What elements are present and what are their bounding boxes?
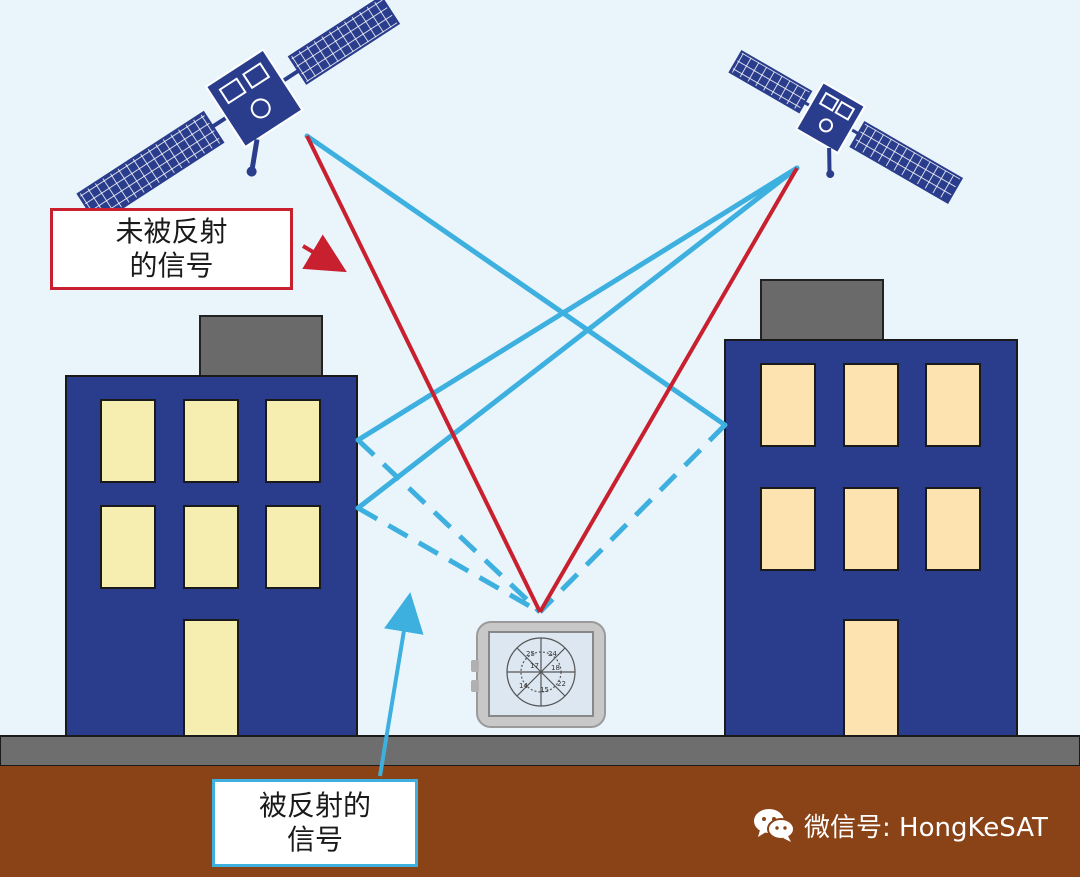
left-windows: [100, 399, 321, 739]
window: [183, 399, 239, 483]
direct-label-line1: 未被反射: [115, 215, 228, 248]
watermark: 微信号: HongKeSAT: [752, 805, 1048, 845]
direct-signal-sat1: [305, 135, 542, 613]
sat-mark: 18: [551, 664, 560, 672]
window: [925, 363, 981, 447]
ground: [0, 766, 1080, 877]
wechat-icon: [754, 809, 795, 842]
gnss-receiver: 25 24 17 18 14 15 22: [471, 621, 606, 728]
reflected-signals-dashed: [356, 423, 727, 615]
reflected-path-left-upper: [356, 438, 542, 614]
reflected-signal-label: 被反射的 信号: [212, 779, 418, 867]
direct-label-line2: 的信号: [129, 249, 214, 282]
window: [843, 363, 899, 447]
sat-mark: 25: [526, 650, 535, 658]
right-roof-block: [760, 279, 884, 343]
left-roof-block: [199, 315, 323, 379]
right-building: [724, 279, 1018, 739]
window: [100, 399, 156, 483]
door: [183, 619, 239, 739]
sat-mark: 22: [557, 680, 566, 688]
direct-signal-sat2: [538, 166, 799, 614]
right-windows: [760, 363, 981, 739]
window: [843, 487, 899, 571]
reflected-label-line1: 被反射的: [258, 789, 371, 822]
direct-signal-label: 未被反射 的信号: [50, 208, 293, 290]
sat-mark: 17: [530, 662, 539, 670]
reflected-path-right: [538, 423, 727, 614]
door: [843, 619, 899, 739]
window: [265, 505, 321, 589]
skyplot-marks: 25 24 17 18 14 15 22: [519, 650, 566, 694]
signal-sat2-to-left-building-lower: [355, 165, 800, 511]
window: [760, 363, 816, 447]
direct-callout-arrow: [301, 234, 347, 273]
pavement: [0, 735, 1080, 767]
window: [265, 399, 321, 483]
direct-signals: [305, 135, 799, 614]
signal-sat1-to-right-building: [304, 133, 728, 428]
window: [925, 487, 981, 571]
satellite-icon: [728, 49, 964, 204]
sat-mark: 24: [548, 650, 557, 658]
watermark-text: 微信号: HongKeSAT: [804, 812, 1048, 843]
window: [760, 487, 816, 571]
sat-mark: 14: [519, 682, 528, 690]
satellite-icon: [76, 0, 401, 226]
left-building: [65, 315, 358, 739]
signal-sat2-to-left-building-upper: [355, 165, 800, 443]
skyplot-icon: [506, 637, 576, 707]
reflected-label-line2: 信号: [286, 823, 343, 856]
window: [100, 505, 156, 589]
window: [183, 505, 239, 589]
reflected-signals-solid: [304, 133, 800, 511]
reflected-callout-arrow: [378, 592, 424, 777]
sat-mark: 15: [540, 686, 549, 694]
